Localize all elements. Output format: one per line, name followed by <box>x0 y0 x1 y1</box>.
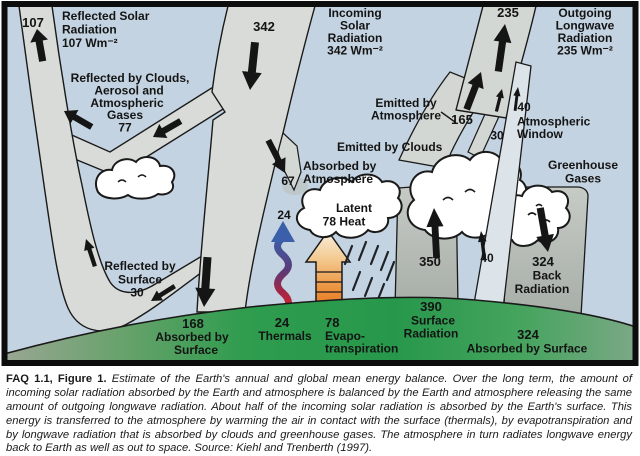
svg-text:Radiation: Radiation <box>404 327 459 341</box>
absorbed-by-surface-left-label: Absorbed by <box>155 330 229 344</box>
absorbed-by-atmosphere-spur <box>277 131 302 192</box>
figure-caption: FAQ 1.1, Figure 1. Estimate of the Earth… <box>0 368 640 454</box>
reflected-by-clouds-label: Reflected by Clouds, <box>71 71 190 85</box>
energy-balance-diagram: 107 Reflected Solar Radiation 107 Wm⁻² 3… <box>1 1 639 366</box>
svg-text:Longwave: Longwave <box>556 19 615 33</box>
svg-text:Radiation: Radiation <box>62 23 117 37</box>
svg-text:Solar: Solar <box>340 19 370 33</box>
svg-text:342 Wm⁻²: 342 Wm⁻² <box>327 44 383 58</box>
value-390: 390 <box>420 299 442 314</box>
greenhouse-gases-label: Greenhouse <box>548 158 618 172</box>
value-350: 350 <box>419 254 441 269</box>
svg-text:78 Heat: 78 Heat <box>323 215 366 229</box>
diagram-labels: 107 Reflected Solar Radiation 107 Wm⁻² 3… <box>22 5 618 357</box>
emitted-by-clouds-label: Emitted by Clouds <box>337 140 443 154</box>
svg-text:Radiation: Radiation <box>328 31 383 45</box>
value-40-surface: 40 <box>480 251 494 265</box>
value-24-upper: 24 <box>277 208 291 222</box>
svg-text:Atmosphere: Atmosphere <box>303 172 373 186</box>
cloud-left <box>94 156 176 200</box>
svg-text:235 Wm⁻²: 235 Wm⁻² <box>557 44 613 58</box>
absorbed-by-surface-right-label: Absorbed by Surface <box>467 342 588 356</box>
emitted-by-atmosphere-label: Emitted by <box>375 96 437 110</box>
svg-text:Back: Back <box>533 269 562 283</box>
thermals-squiggle-arrow <box>274 234 292 316</box>
value-30-clouds: 30 <box>490 129 504 143</box>
svg-text:Radiation: Radiation <box>515 282 570 296</box>
svg-text:Radiation: Radiation <box>558 31 613 45</box>
surface-radiation-label: Surface <box>411 314 455 328</box>
value-168: 168 <box>182 316 204 331</box>
reflected-by-surface-label: Reflected by <box>104 259 176 273</box>
value-24-thermals: 24 <box>275 315 290 330</box>
absorbed-by-atmosphere-label: Absorbed by <box>303 159 377 173</box>
svg-text:Surface: Surface <box>174 343 218 357</box>
ground-surface <box>3 296 637 365</box>
caption-prefix: FAQ 1.1, Figure 1. <box>6 373 107 385</box>
latent-heat-cloud <box>295 173 403 239</box>
svg-text:Atmosphere: Atmosphere <box>371 109 441 123</box>
evapotranspiration-label: Evapo- <box>325 329 365 343</box>
thermals-label: Thermals <box>258 329 312 343</box>
atmospheric-window-label: Atmospheric <box>517 115 591 129</box>
svg-text:107 Wm⁻²: 107 Wm⁻² <box>62 36 118 50</box>
incoming-solar-label: Incoming <box>328 6 381 20</box>
value-67: 67 <box>281 174 295 188</box>
svg-text:Gases: Gases <box>107 108 143 122</box>
svg-text:Surface: Surface <box>118 273 162 287</box>
cloud-left-curls <box>117 174 147 183</box>
reflected-solar-label: Reflected Solar <box>62 9 150 23</box>
latent-heat-label: Latent <box>336 201 372 215</box>
outgoing-longwave-label: Outgoing <box>558 6 611 20</box>
value-78: 78 <box>325 315 339 330</box>
label-leader-line <box>440 111 456 123</box>
value-40-window: 40 <box>517 100 531 114</box>
value-324-absorbed: 324 <box>517 327 539 342</box>
value-342: 342 <box>253 19 275 34</box>
reflected-solar-band <box>18 5 214 332</box>
svg-text:Aerosol and: Aerosol and <box>94 84 163 98</box>
figure-frame <box>1 1 639 366</box>
svg-text:transpiration: transpiration <box>325 342 398 356</box>
value-77: 77 <box>118 121 132 135</box>
value-30-surface: 30 <box>130 286 144 300</box>
svg-text:Gases: Gases <box>565 172 601 186</box>
value-165: 165 <box>451 112 473 127</box>
svg-text:Atmospheric: Atmospheric <box>90 96 164 110</box>
svg-text:Window: Window <box>517 127 564 141</box>
caption-body: Estimate of the Earth's annual and globa… <box>6 373 633 455</box>
value-235: 235 <box>497 5 519 20</box>
value-107: 107 <box>22 15 44 30</box>
value-324-back: 324 <box>532 254 554 269</box>
thermals-arrowhead <box>271 221 295 242</box>
